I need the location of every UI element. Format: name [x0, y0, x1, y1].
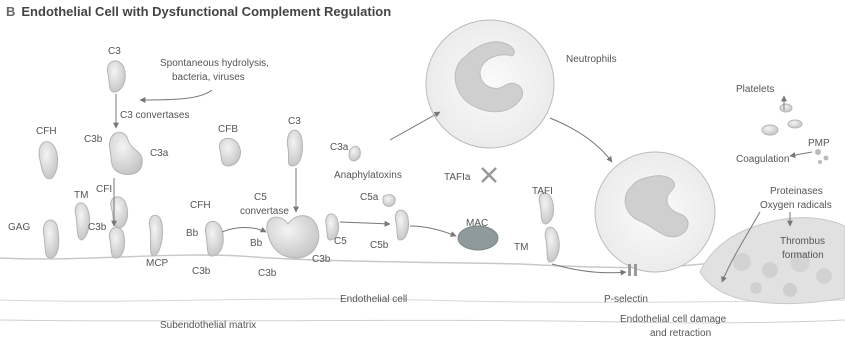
- tafia-inhibited-icon: [482, 168, 496, 182]
- label-c5: C5: [334, 236, 347, 247]
- label-c5-convertase-2: convertase: [240, 206, 289, 217]
- c5a-anaphylatoxin: [383, 195, 395, 207]
- label-damage-1: Endothelial cell damage: [620, 314, 727, 325]
- neutrophil-top: [426, 20, 554, 148]
- pmp-particles: [815, 149, 829, 164]
- label-cfb: CFB: [218, 124, 238, 135]
- arrow-pmp-to-coagulation: [790, 152, 812, 156]
- label-c3b-low3: C3b: [312, 254, 331, 265]
- label-c5b: C5b: [370, 240, 389, 251]
- label-c3b-low2: C3b: [258, 268, 277, 279]
- arrow-bb-to-c5conv: [222, 228, 266, 233]
- platelets: [762, 104, 802, 135]
- cfi-protein: [111, 197, 128, 228]
- label-thrombus-2: formation: [782, 250, 824, 261]
- label-bb-left: Bb: [186, 228, 199, 239]
- c3a-anaphylatoxin: [349, 146, 360, 161]
- label-c5a: C5a: [360, 192, 379, 203]
- label-c3-right: C3: [288, 116, 301, 127]
- label-mcp: MCP: [146, 258, 169, 269]
- mcp-protein: [149, 215, 162, 256]
- label-c3a-anaph: C3a: [330, 142, 349, 153]
- cfh-left-protein: [39, 142, 58, 179]
- c5-convertase-complex: [267, 216, 319, 258]
- c3-right-protein: [287, 130, 302, 166]
- label-tafia: TAFIa: [444, 172, 471, 183]
- label-mac: MAC: [466, 218, 488, 229]
- label-spontaneous-1: Spontaneous hydrolysis,: [160, 58, 269, 69]
- arrow-spontaneous-to-c3convertase: [140, 90, 212, 100]
- label-damage-2: and retraction: [650, 328, 711, 339]
- bb-left-protein: [205, 221, 223, 256]
- label-c3b-a: C3b: [84, 134, 103, 145]
- tafi-protein: [539, 193, 553, 224]
- label-cfi: CFI: [96, 184, 112, 195]
- mac-complex: [458, 226, 498, 250]
- label-c3a-a: C3a: [150, 148, 169, 159]
- endothelial-cell-body: [0, 299, 845, 302]
- label-gag: GAG: [8, 222, 30, 233]
- label-bb-mid: Bb: [250, 238, 263, 249]
- c3b-left-protein: [109, 227, 124, 258]
- gag-protein: [43, 220, 58, 258]
- label-endothelial-cell: Endothelial cell: [340, 294, 407, 305]
- label-tafi: TAFI: [532, 186, 553, 197]
- label-oxygen-radicals: Oxygen radicals: [760, 200, 832, 211]
- label-subendothelial: Subendothelial matrix: [160, 320, 256, 331]
- label-cfh-mid: CFH: [190, 200, 211, 211]
- c5b-protein: [395, 210, 408, 240]
- arrow-anaphylatoxin-to-neutrophil: [390, 112, 440, 140]
- label-c3-top: C3: [108, 46, 121, 57]
- label-pmp: PMP: [808, 138, 830, 149]
- cfb-protein: [219, 138, 240, 166]
- label-tm-right: TM: [514, 242, 528, 253]
- label-c3b-low1: C3b: [192, 266, 211, 277]
- arrow-c5b-to-mac: [410, 226, 456, 236]
- label-platelets: Platelets: [736, 84, 774, 95]
- label-anaphylatoxins: Anaphylatoxins: [334, 170, 402, 181]
- label-spontaneous-2: bacteria, viruses: [172, 72, 245, 83]
- label-c3-convertases: C3 convertases: [120, 110, 189, 121]
- tm-right-protein: [545, 227, 559, 262]
- c3b-c3a-complex: [109, 132, 142, 174]
- label-cfh-left: CFH: [36, 126, 57, 137]
- label-c5-convertase-1: C5: [254, 192, 267, 203]
- arrow-neutrophil-to-neutrophil: [550, 118, 612, 162]
- label-coagulation: Coagulation: [736, 154, 789, 165]
- label-neutrophils: Neutrophils: [566, 54, 617, 65]
- label-thrombus-1: Thrombus: [780, 236, 825, 247]
- neutrophil-bottom: [595, 152, 715, 272]
- arrow-c5-to-c5b: [340, 222, 390, 224]
- label-proteinases: Proteinases: [770, 186, 823, 197]
- label-p-selectin: P-selectin: [604, 294, 648, 305]
- label-tm-left: TM: [74, 190, 88, 201]
- c3-top-protein: [107, 61, 125, 92]
- label-c3b-left: C3b: [88, 222, 107, 233]
